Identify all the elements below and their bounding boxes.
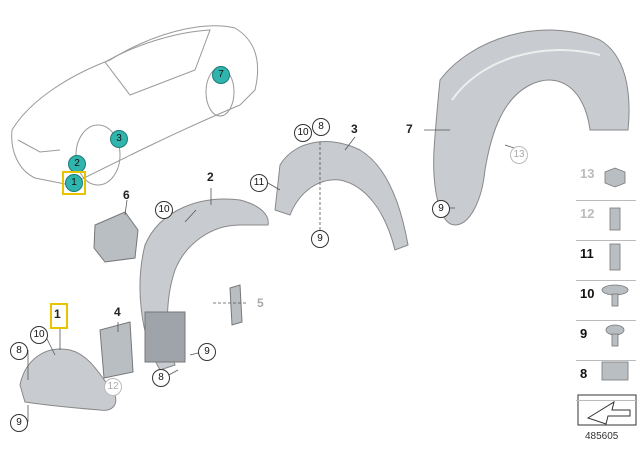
- fastener-legend: 13 12 11 10 9 8: [576, 160, 636, 443]
- part-label-1-highlight: [50, 303, 68, 329]
- part-7-highlight: [451, 49, 601, 101]
- callout-10: 10: [155, 201, 173, 219]
- callout-9: 9: [311, 230, 329, 248]
- legend-number: 13: [580, 166, 595, 181]
- legend-row-13: 13: [576, 160, 636, 201]
- part-label-7: 7: [406, 122, 413, 136]
- part-1-shape: [19, 348, 117, 411]
- legend-row-9: 9: [576, 320, 636, 361]
- part-label-1: 1: [54, 307, 61, 321]
- legend-number: 12: [580, 206, 595, 221]
- part-4-shape: [99, 321, 134, 379]
- part-7-shape: [433, 29, 630, 226]
- part-2-grille: [144, 311, 186, 363]
- legend-number: 10: [580, 286, 595, 301]
- legend-arrow: [577, 394, 637, 426]
- legend-row-12: 12: [576, 200, 636, 241]
- car-callout-1: 1: [65, 174, 83, 192]
- part-label-6: 6: [123, 188, 130, 202]
- car-callout-3: 3: [110, 130, 128, 148]
- callout-12: 12: [104, 378, 122, 396]
- callout-9: 9: [10, 414, 28, 432]
- document-number: 485605: [585, 431, 619, 442]
- part-label-2: 2: [207, 170, 214, 184]
- part-label-3: 3: [351, 122, 358, 136]
- part-6-shape: [93, 211, 139, 263]
- callout-8: 8: [152, 369, 170, 387]
- part-5-shape: [229, 284, 243, 326]
- part-label-5: 5: [257, 296, 264, 310]
- callout-9: 9: [198, 343, 216, 361]
- callout-8: 8: [10, 342, 28, 360]
- legend-icons: [601, 167, 629, 381]
- legend-number: 9: [580, 326, 588, 341]
- car-callout-1-highlight: [62, 171, 86, 195]
- legend-row-11: 11: [576, 240, 636, 281]
- legend-number: 11: [580, 246, 594, 261]
- callout-9: 9: [432, 200, 450, 218]
- legend-row-8: 8: [576, 360, 636, 401]
- legend-row-10: 10: [576, 280, 636, 321]
- legend-number: 8: [580, 366, 588, 381]
- callout-13: 13: [510, 146, 528, 164]
- callout-11: 11: [250, 174, 268, 192]
- part-3-shape: [274, 141, 409, 251]
- car-callout-7: 7: [212, 66, 230, 84]
- callout-10: 10: [294, 124, 312, 142]
- callout-8: 8: [312, 118, 330, 136]
- car-outline: [11, 25, 259, 186]
- part-label-4: 4: [114, 305, 121, 319]
- callout-10: 10: [30, 326, 48, 344]
